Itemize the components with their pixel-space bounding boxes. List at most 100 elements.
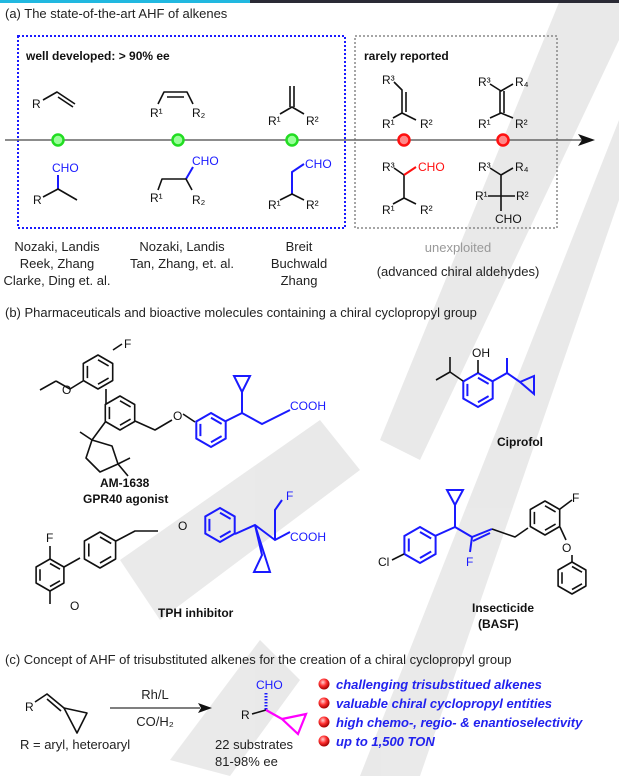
atom-label: R¹ [382, 203, 395, 217]
atom-label: CHO [495, 212, 522, 226]
reaction-arrowhead [198, 703, 212, 713]
rarely-reported-label: rarely reported [364, 49, 449, 63]
benzene-ring [82, 354, 114, 390]
atom-label: R² [306, 198, 319, 212]
atom-label: R¹ [382, 117, 395, 131]
section-a-title: (a) The state-of-the-art AHF of alkenes [5, 6, 228, 21]
molecule-insecticide: Cl F F O Insecticide (BASF) [378, 489, 587, 631]
atom-label: O [562, 541, 571, 555]
benzene-ring [204, 506, 236, 544]
axis-arrowhead [578, 134, 595, 146]
watermark [120, 0, 619, 776]
benzene-ring [403, 525, 437, 565]
atom-label: F [286, 489, 293, 503]
atom-label: CHO [256, 678, 283, 692]
advanced-label: (advanced chiral aldehydes) [377, 264, 540, 279]
molecule-name: Insecticide [472, 601, 534, 615]
benzene-ring [35, 558, 65, 592]
author-line: Buchwald [271, 256, 327, 271]
well-developed-label: well developed: > 90% ee [25, 49, 170, 63]
benzene-ring [462, 371, 494, 409]
atom-label: OH [472, 346, 490, 360]
molecule-name: Ciprofol [497, 435, 543, 449]
author-line: Nozaki, Landis [14, 239, 100, 254]
atom-label: R¹ [150, 191, 163, 205]
section-c-title: (c) Concept of AHF of trisubstituted alk… [5, 652, 512, 667]
substrate-alkene: R [25, 693, 88, 734]
red-dot [397, 133, 411, 147]
atom-label: R¹ [478, 117, 491, 131]
atom-label: F [124, 337, 131, 351]
aldehyde-from-tetrasubstituted: R³ R₄ R¹ R² CHO [475, 160, 529, 226]
aldehyde-from-trisubstituted: R³ CHO R¹ R² [382, 160, 445, 217]
author-line: Clarke, Ding et. al. [4, 273, 111, 288]
atom-label: CHO [192, 154, 219, 168]
molecule-subtitle: GPR40 agonist [83, 492, 168, 506]
feature-item: high chemo-, regio- & enantioselectivity [336, 715, 583, 730]
red-dot [496, 133, 510, 147]
atom-label: R² [515, 117, 528, 131]
atom-label: R¹ [268, 198, 281, 212]
benzene-ring [557, 561, 587, 595]
feature-item: up to 1,500 TON [336, 734, 435, 749]
atom-label: R¹ [475, 189, 488, 203]
alkene-trisubstituted: R³ R¹ R² [382, 73, 433, 131]
atom-label: CHO [418, 160, 445, 174]
gas-label: CO/H₂ [136, 714, 174, 729]
benzene-ring [83, 531, 117, 569]
benzene-ring [104, 395, 136, 431]
atom-label: R² [516, 189, 529, 203]
bullet-icon [318, 716, 330, 728]
alkene-gem: R¹ R² [268, 86, 319, 128]
benzene-ring [195, 411, 227, 449]
author-line: Breit [286, 239, 313, 254]
section-b-title: (b) Pharmaceuticals and bioactive molecu… [5, 305, 477, 320]
feature-list: challenging trisubstitued alkenes valuab… [318, 677, 583, 749]
unexploited-label: unexploited [425, 240, 492, 255]
product-aldehyde: CHO R [241, 678, 308, 736]
atom-label: R² [420, 203, 433, 217]
authors: Nozaki, Landis Reek, Zhang Clarke, Ding … [4, 239, 540, 288]
atom-label: R₂ [192, 193, 206, 207]
ee-range: 81-98% ee [215, 754, 278, 769]
atom-label: O [70, 599, 79, 613]
green-dot [51, 133, 65, 147]
author-line: Tan, Zhang, et. al. [130, 256, 234, 271]
author-line: Nozaki, Landis [139, 239, 225, 254]
green-dot [285, 133, 299, 147]
well-developed-box [17, 35, 346, 229]
feature-item: challenging trisubstitued alkenes [336, 677, 542, 692]
r-definition: R = aryl, heteroaryl [20, 737, 130, 752]
atom-label: F [572, 491, 579, 505]
author-line: Reek, Zhang [20, 256, 94, 271]
green-dot [171, 133, 185, 147]
bullet-icon [318, 678, 330, 690]
benzene-ring [529, 500, 561, 536]
molecule-name: AM-1638 [100, 476, 150, 490]
atom-label: R² [306, 114, 319, 128]
atom-label: R [241, 708, 250, 722]
author-line: Zhang [281, 273, 318, 288]
atom-label: CHO [305, 157, 332, 171]
atom-label: F [46, 531, 53, 545]
molecule-am-1638: F O O COOH AM-1638 GPR40 agonist [39, 337, 326, 506]
atom-label: R³ [382, 73, 395, 87]
atom-label: R² [420, 117, 433, 131]
molecule-ciprofol: OH Ciprofol [435, 346, 543, 449]
top-bar [250, 0, 619, 3]
feature-item: valuable chiral cyclopropyl entities [336, 696, 552, 711]
atom-label: R³ [382, 160, 395, 174]
alkene-tetrasubstituted: R³ R₄ R¹ R² [478, 75, 529, 131]
aldehyde-internal: CHO R¹ R₂ [150, 154, 219, 207]
alkene-terminal: R [32, 91, 76, 111]
atom-label: COOH [290, 530, 326, 544]
bullet-icon [318, 697, 330, 709]
atom-label: R¹ [268, 114, 281, 128]
status-dots [51, 133, 510, 147]
top-bar-accent [0, 0, 250, 3]
atom-label: R₄ [515, 160, 529, 174]
atom-label: R³ [478, 160, 491, 174]
substrate-count: 22 substrates [215, 737, 294, 752]
bullet-icon [318, 735, 330, 747]
